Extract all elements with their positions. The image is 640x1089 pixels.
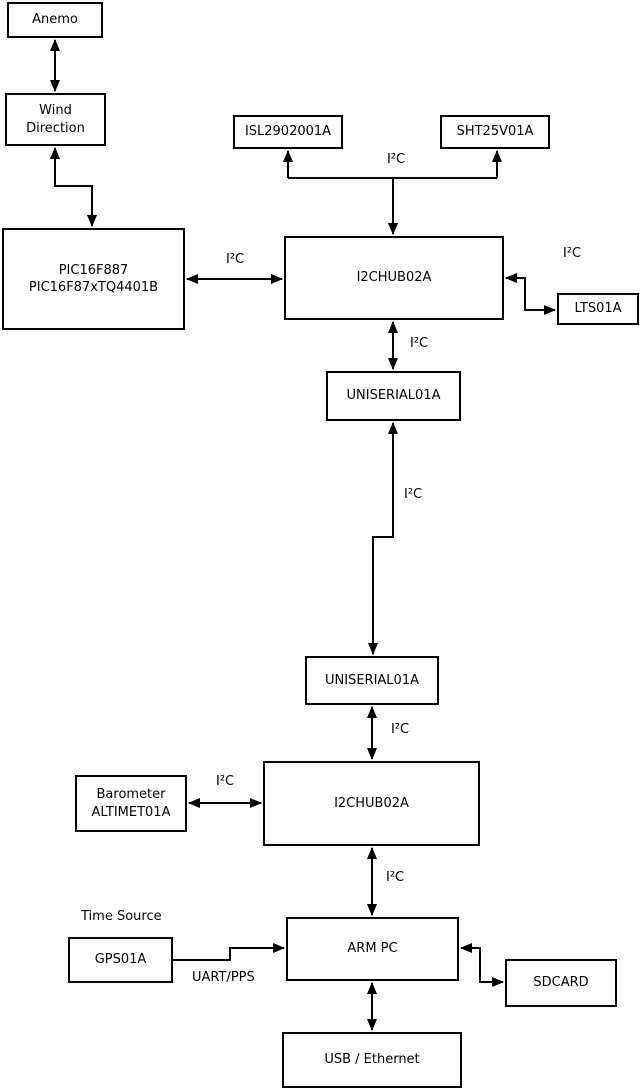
label-time-source: Time Source bbox=[81, 909, 162, 924]
label-i2c-barometer-hub2: I²C bbox=[216, 774, 235, 789]
connector-wind-pic bbox=[50, 147, 97, 227]
connector-gps-armpc bbox=[173, 943, 285, 961]
box-gps01a: GPS01A bbox=[68, 937, 173, 983]
box-i2chub02a-2: I2CHUB02A bbox=[263, 761, 480, 846]
box-sht25v01a: SHT25V01A bbox=[440, 115, 550, 149]
box-uniserial01a-2: UNISERIAL01A bbox=[305, 656, 439, 705]
label-i2c-hub1-uniserial1: I²C bbox=[410, 336, 429, 351]
box-barometer-altimet01a: Barometer ALTIMET01A bbox=[75, 775, 187, 832]
box-pic16f887: PIC16F887 PIC16F87xTQ4401B bbox=[2, 228, 185, 330]
label-uart-pps: UART/PPS bbox=[192, 970, 255, 985]
box-usb-ethernet: USB / Ethernet bbox=[282, 1032, 462, 1088]
box-lts01a: LTS01A bbox=[557, 293, 639, 325]
label-i2c-hub2-armpc: I²C bbox=[386, 870, 405, 885]
box-uniserial01a-1: UNISERIAL01A bbox=[326, 371, 461, 421]
box-anemo: Anemo bbox=[7, 2, 103, 38]
label-i2c-pic-hub1: I²C bbox=[226, 252, 245, 267]
label-i2c-sensors: I²C bbox=[387, 152, 406, 167]
label-i2c-hub1-lts: I²C bbox=[563, 246, 582, 261]
box-isl2902001a: ISL2902001A bbox=[233, 115, 343, 149]
box-i2chub02a-1: I2CHUB02A bbox=[284, 236, 504, 320]
connector-uniserial-link bbox=[368, 422, 398, 655]
label-i2c-uniserial2-hub2: I²C bbox=[391, 722, 410, 737]
box-sdcard: SDCARD bbox=[505, 959, 617, 1007]
connector-hub1-lts bbox=[505, 273, 556, 315]
box-arm-pc: ARM PC bbox=[286, 917, 459, 981]
connector-armpc-sdcard bbox=[460, 943, 504, 987]
label-i2c-uniserial-link: I²C bbox=[404, 487, 423, 502]
box-wind-direction: Wind Direction bbox=[5, 93, 106, 146]
